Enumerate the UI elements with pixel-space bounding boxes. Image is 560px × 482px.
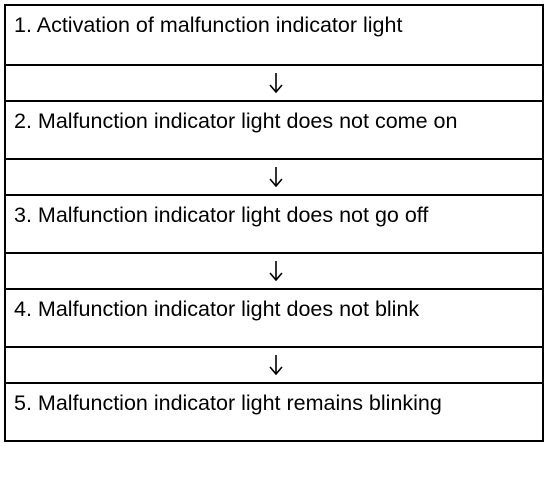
step-row-5: 5. Malfunction indicator light remains b… xyxy=(6,382,542,440)
step-label-5: Malfunction indicator light remains blin… xyxy=(37,391,442,415)
step-text-1: 1. Activation of malfunction indicator l… xyxy=(14,12,402,38)
step-text-3: 3. Malfunction indicator light does not … xyxy=(14,202,428,228)
step-label-4: Malfunction indicator light does not bli… xyxy=(37,297,420,321)
flowchart-table: 1. Activation of malfunction indicator l… xyxy=(4,4,544,442)
step-number-3: 3. xyxy=(14,203,32,227)
connector-row-2 xyxy=(6,158,542,194)
step-row-2: 2. Malfunction indicator light does not … xyxy=(6,100,542,158)
connector-row-4 xyxy=(6,346,542,382)
step-text-4: 4. Malfunction indicator light does not … xyxy=(14,296,419,322)
step-text-5: 5. Malfunction indicator light remains b… xyxy=(14,390,442,416)
down-arrow-icon xyxy=(269,355,283,376)
step-label-3: Malfunction indicator light does not go … xyxy=(37,203,429,227)
down-arrow-icon xyxy=(269,167,283,188)
step-row-4: 4. Malfunction indicator light does not … xyxy=(6,288,542,346)
connector-row-1 xyxy=(6,64,542,100)
step-label-2: Malfunction indicator light does not com… xyxy=(37,109,458,133)
step-label-1: Activation of malfunction indicator ligh… xyxy=(36,13,403,37)
step-text-2: 2. Malfunction indicator light does not … xyxy=(14,108,457,134)
step-number-1: 1. xyxy=(14,13,32,37)
down-arrow-icon xyxy=(269,261,283,282)
step-number-4: 4. xyxy=(14,297,32,321)
step-number-2: 2. xyxy=(14,109,32,133)
step-row-3: 3. Malfunction indicator light does not … xyxy=(6,194,542,252)
step-number-5: 5. xyxy=(14,391,32,415)
step-row-1: 1. Activation of malfunction indicator l… xyxy=(6,6,542,64)
down-arrow-icon xyxy=(269,73,283,94)
connector-row-3 xyxy=(6,252,542,288)
